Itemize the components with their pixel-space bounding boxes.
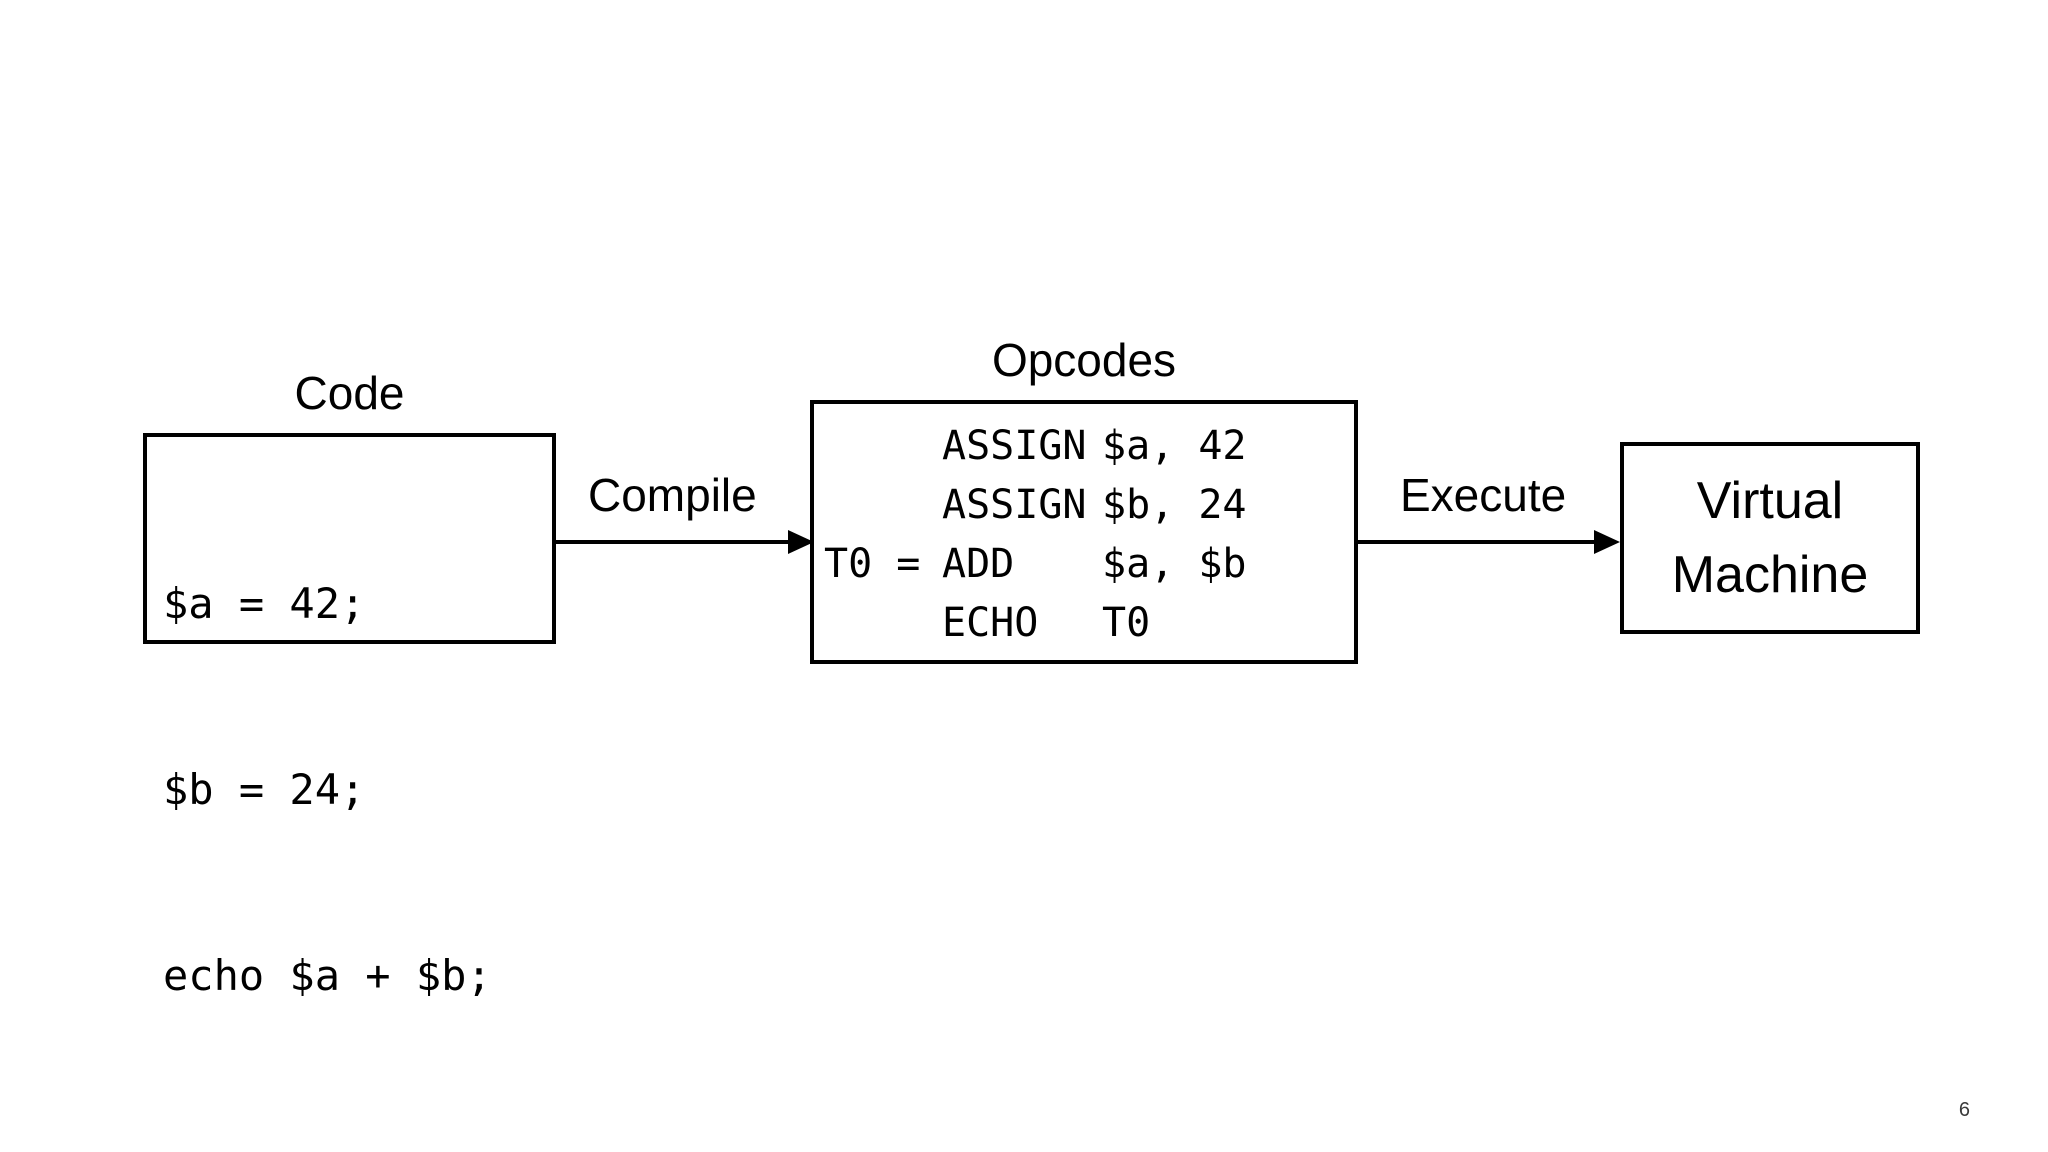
opcode-args: $b, 24 [1102,482,1247,528]
opcodes-box: ASSIGN $a, 42 ASSIGN $b, 24 T0 = ADD $a,… [810,400,1358,664]
code-box: $a = 42; $b = 24; echo $a + $b; [143,433,556,1000]
opcode-args: $a, 42 [1102,423,1247,469]
opcode-mnemonic: ASSIGN [942,482,1087,528]
execute-arrow-label: Execute [1400,469,1567,521]
compile-arrow-shaft [556,540,788,544]
execute-arrow-shaft [1358,540,1594,544]
virtual-machine-box: Virtual Machine [1620,442,1920,634]
opcode-row: T0 = ADD $a, $b [824,535,1344,594]
code-caption: Code [294,367,405,419]
opcodes-caption: Opcodes [991,334,1177,386]
execute-arrow-head [1594,530,1620,554]
compile-arrow-head [788,530,814,554]
code-source: $a = 42; $b = 24; echo $a + $b; [163,449,492,1131]
page-number: 6 [1958,1099,1970,1121]
opcode-mnemonic: ECHO [942,600,1039,646]
virtual-machine-line-2: Machine [1671,546,1869,604]
opcode-row: ECHO T0 [824,594,1344,653]
compile-arrow-label: Compile [588,469,757,521]
code-line-1: $a = 42; [163,579,366,628]
virtual-machine-line-1: Virtual [1696,472,1844,530]
code-line-2: $b = 24; [163,765,366,814]
opcode-mnemonic: ASSIGN [942,423,1087,469]
opcode-args: $a, $b [1102,541,1247,587]
code-line-3: echo $a + $b; [163,951,492,1000]
execute-arrow [1358,530,1620,554]
opcode-args: T0 [1102,600,1151,646]
compile-arrow [556,530,814,554]
opcode-row: ASSIGN $a, 42 [824,417,1344,476]
opcode-dest: T0 = [824,541,921,587]
virtual-machine-text: Virtual Machine [1624,446,1916,630]
opcode-row: ASSIGN $b, 24 [824,476,1344,535]
opcodes-listing: ASSIGN $a, 42 ASSIGN $b, 24 T0 = ADD $a,… [824,417,1344,653]
opcode-mnemonic: ADD [942,541,1015,587]
